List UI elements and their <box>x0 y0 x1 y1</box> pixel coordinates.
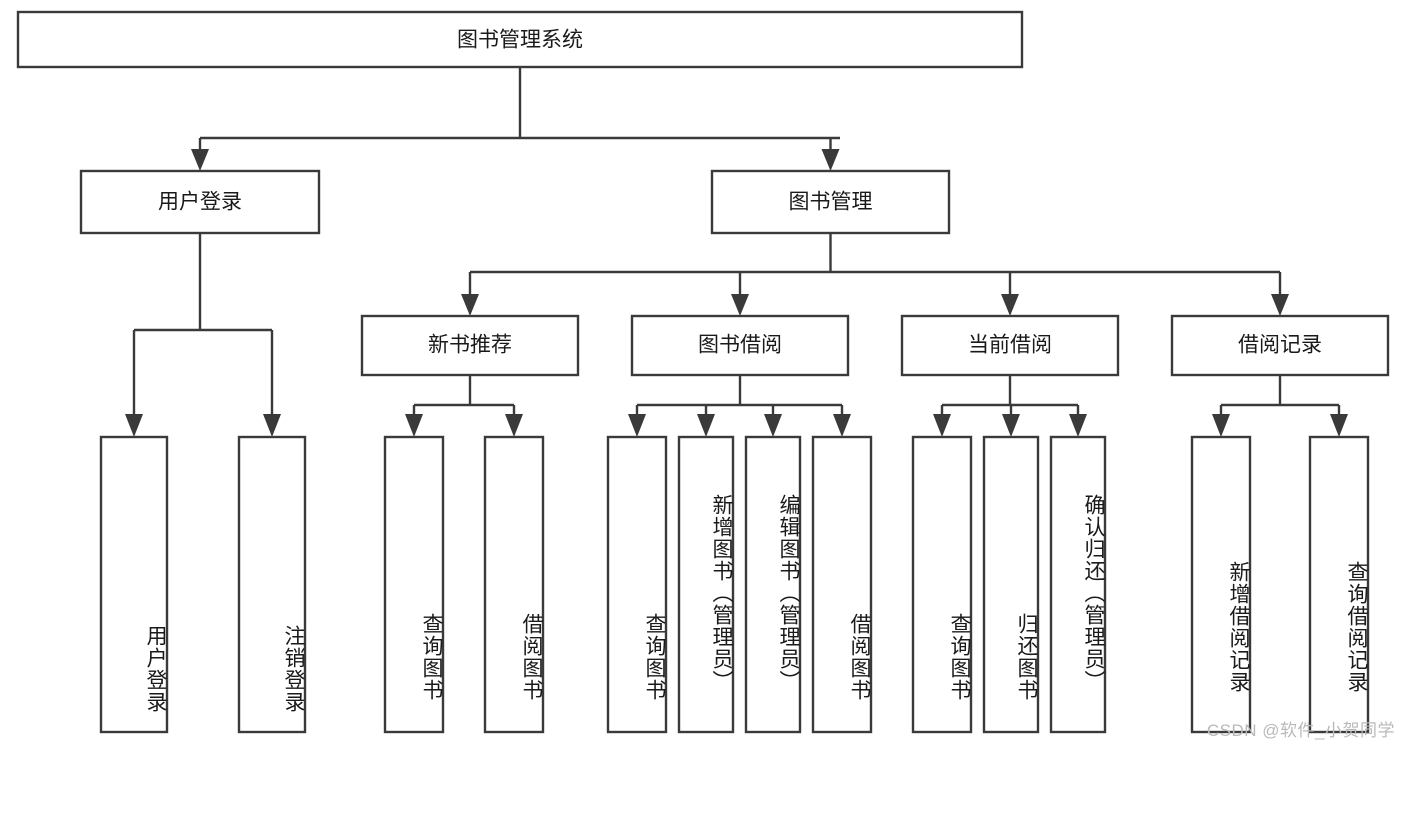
arrow-to-leaf-user-login <box>125 414 143 437</box>
edge-currentborrow-trunk <box>940 375 1080 418</box>
edge-root-trunk <box>198 67 840 153</box>
nodes-layer: 图书管理系统 用户登录 图书管理 新书推荐 图书借阅 当前借阅 借阅记录 <box>16 10 1390 734</box>
node-box-leaf-return-book[interactable] <box>982 435 1040 734</box>
node-box-leaf-confirm-return-admin[interactable] <box>1049 435 1107 734</box>
node-box-leaf-edit-book-admin[interactable] <box>744 435 802 734</box>
node-box-current-borrow[interactable] <box>900 314 1120 377</box>
arrow-to-book-borrow <box>731 294 749 316</box>
arrow-to-new-book-recommend <box>461 294 479 316</box>
node-box-book-borrow[interactable] <box>630 314 850 377</box>
node-box-new-book-recommend[interactable] <box>360 314 580 377</box>
node-box-leaf-query-book-rec[interactable] <box>383 435 445 734</box>
edges-layer <box>132 67 1341 418</box>
node-box-leaf-borrow-book-rec[interactable] <box>483 435 545 734</box>
arrow-to-leaf-query-borrow-record <box>1330 414 1348 437</box>
edge-userlogin-trunk <box>132 233 274 418</box>
node-box-leaf-add-borrow-record[interactable] <box>1190 435 1252 734</box>
node-box-leaf-query-book-current[interactable] <box>911 435 973 734</box>
arrow-to-leaf-query-book-borrow <box>628 414 646 437</box>
arrowheads-layer <box>125 149 1348 437</box>
arrow-to-borrow-records <box>1271 294 1289 316</box>
diagram-canvas: 图书管理系统 用户登录 图书管理 新书推荐 图书借阅 当前借阅 借阅记录 <box>16 10 1395 740</box>
node-box-leaf-query-borrow-record[interactable] <box>1308 435 1370 734</box>
node-box-root[interactable] <box>16 10 1024 69</box>
arrow-to-leaf-add-book-admin <box>697 414 715 437</box>
node-box-leaf-user-login[interactable] <box>99 435 169 734</box>
arrow-to-leaf-borrow-book <box>833 414 851 437</box>
edge-newbook-trunk <box>412 375 516 418</box>
arrow-to-user-login <box>191 149 209 171</box>
arrow-to-leaf-add-borrow-record <box>1212 414 1230 437</box>
arrow-to-leaf-edit-book-admin <box>764 414 782 437</box>
node-box-borrow-records[interactable] <box>1170 314 1390 377</box>
node-box-leaf-query-book-borrow[interactable] <box>606 435 668 734</box>
edge-borrowrecords-trunk <box>1219 375 1341 418</box>
node-label-borrow-records: 借阅记录 <box>1238 334 1322 357</box>
arrow-to-leaf-return-book <box>1002 414 1020 437</box>
arrow-to-book-management <box>821 149 840 171</box>
csdn-watermark: CSDN @软件_小贺同学 <box>1206 721 1395 740</box>
node-box-leaf-borrow-book[interactable] <box>811 435 873 734</box>
node-box-book-management[interactable] <box>710 169 951 235</box>
tree-diagram-svg: 图书管理系统 用户登录 图书管理 新书推荐 图书借阅 当前借阅 借阅记录 <box>16 10 1390 734</box>
node-box-user-login[interactable] <box>79 169 321 235</box>
edge-bookborrow-trunk <box>635 375 844 418</box>
arrow-to-leaf-query-book-rec <box>405 414 423 437</box>
arrow-to-leaf-borrow-book-rec <box>505 414 523 437</box>
node-label-user-login: 用户登录 <box>158 191 242 214</box>
node-label-root: 图书管理系统 <box>457 29 583 52</box>
arrow-to-leaf-user-logout <box>263 414 281 437</box>
node-label-book-borrow: 图书借阅 <box>698 334 782 357</box>
node-label-book-management: 图书管理 <box>789 191 873 214</box>
edge-bookmgmt-trunk <box>468 233 1282 298</box>
arrow-to-leaf-query-book-current <box>933 414 951 437</box>
node-box-leaf-add-book-admin[interactable] <box>677 435 735 734</box>
node-label-new-book-recommend: 新书推荐 <box>428 334 512 357</box>
node-box-leaf-user-logout[interactable] <box>237 435 307 734</box>
arrow-to-leaf-confirm-return-admin <box>1069 414 1087 437</box>
arrow-to-current-borrow <box>1001 294 1019 316</box>
node-label-current-borrow: 当前借阅 <box>968 334 1052 357</box>
